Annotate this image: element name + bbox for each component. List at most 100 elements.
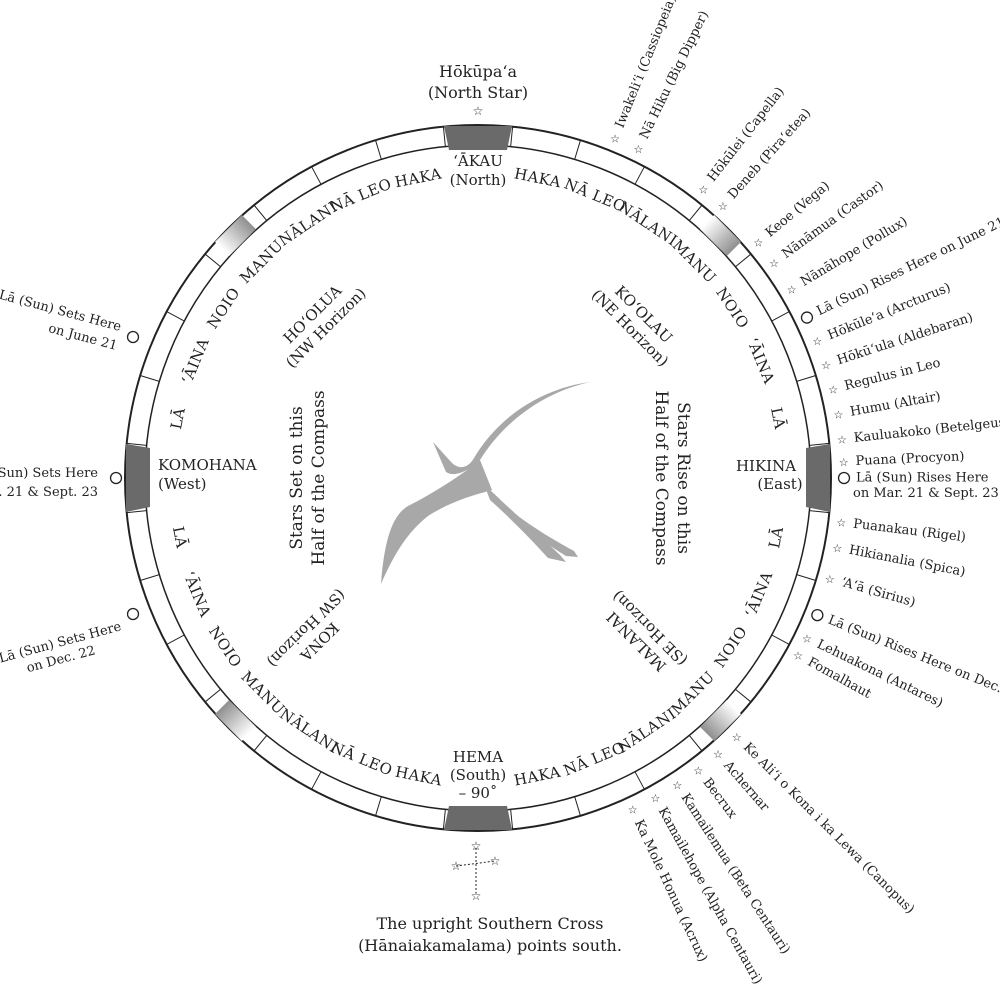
ring-tick: [809, 510, 830, 514]
ring-ticks: [126, 126, 830, 830]
ring-tick: [166, 311, 185, 322]
south-sub: (South): [450, 766, 506, 784]
star-label: Ke Aliʻi o Kona i ka Lewa (Canopus): [740, 740, 917, 917]
intercardinal-band: [700, 700, 742, 742]
ring-tick: [204, 253, 221, 268]
ring-tick: [126, 442, 147, 446]
west-sub: (West): [158, 475, 207, 493]
star-icon: ☆: [821, 359, 831, 372]
sun-set-march-line-2: on Mar. 21 & Sept. 23: [0, 485, 98, 500]
star-icon: ☆: [693, 764, 703, 777]
star-icon: ☆: [828, 383, 838, 396]
star-icon: ☆: [628, 804, 638, 817]
ring-tick: [688, 735, 703, 752]
star-icon: ☆: [812, 335, 822, 348]
sun-icon: [126, 330, 140, 344]
house-label: ʻĀINA: [743, 335, 778, 386]
southern-stars-list: ☆Ke Aliʻi o Kona i ka Lewa (Canopus)☆Ach…: [628, 731, 917, 987]
ring-tick: [510, 809, 514, 830]
star-label: Hikianalia (Spica): [848, 543, 967, 580]
frigatebird-icon: [381, 382, 590, 584]
star-icon: ☆: [802, 632, 812, 645]
ring-tick: [253, 204, 268, 221]
house-label: NOIO: [203, 284, 243, 332]
ring-tick: [311, 166, 322, 185]
ring-tick: [253, 735, 268, 752]
stars-rise-line-2: Half of the Compass: [651, 390, 671, 565]
intercardinal-band: [214, 214, 256, 256]
star-icon: ☆: [610, 133, 620, 146]
star-icon: ☆: [713, 748, 723, 761]
house-label: HAKA: [512, 763, 562, 790]
star-label: Puanakau (Rigel): [852, 517, 966, 546]
ring-tick: [166, 634, 185, 645]
ring-tick: [796, 375, 816, 382]
west-marker: [126, 444, 150, 512]
house-label: NOIO: [711, 623, 751, 671]
star-icon: ☆: [753, 237, 763, 250]
southern-cross-note-2: (Hānaiakamalama) points south.: [358, 936, 622, 955]
southern-cross-icon: ☆ ☆ ☆ ☆: [451, 839, 501, 903]
ring-tick: [771, 634, 790, 645]
house-label: MANU: [668, 668, 719, 719]
ring-tick: [634, 166, 645, 185]
ring-tick: [442, 126, 446, 147]
star-icon: ☆: [834, 408, 844, 421]
north-sub: (North): [450, 171, 507, 189]
house-label: HAKA: [513, 164, 563, 191]
ring-tick: [735, 688, 752, 703]
svg-text:☆: ☆: [471, 839, 482, 853]
star-label: Lā (Sun) Rises Here: [856, 471, 989, 486]
house-label: ʻĀINA: [178, 335, 213, 386]
star-icon: ☆: [718, 200, 728, 213]
south-label: HEMA: [453, 748, 503, 766]
ring-tick: [688, 204, 703, 221]
east-marker: [806, 444, 830, 512]
sun-set-dec: Lā (Sun) Sets Here on Dec. 22: [0, 607, 140, 676]
ring-tick: [510, 126, 514, 147]
house-label: NĀLANI: [615, 198, 681, 250]
ring-tick: [634, 771, 645, 790]
star-label: on Mar. 21 & Sept. 23: [853, 486, 999, 501]
star-icon: ☆: [769, 257, 779, 270]
intercardinal-band: [214, 700, 256, 742]
star-icon: ☆: [787, 283, 797, 296]
star-icon: ☆: [825, 573, 835, 586]
east-sub: (East): [757, 475, 802, 493]
gradient-bands: [214, 214, 742, 742]
star-label: Iwakeliʻi (Cassiopeia): [613, 0, 680, 130]
sun-icon: [811, 608, 824, 622]
svg-text:☆: ☆: [490, 854, 501, 868]
sun-set-june: Lā (Sun) Sets Here on June 21: [0, 288, 140, 354]
ring-tick: [375, 796, 382, 816]
house-label: MANU: [238, 668, 289, 719]
ring-tick: [375, 140, 382, 160]
east-label: HIKINA: [736, 457, 796, 475]
south-degrees: – 90˚: [459, 784, 498, 802]
house-label: ʻĀINA: [741, 569, 776, 620]
house-label: MANU: [236, 236, 287, 287]
ring-tick: [771, 311, 790, 322]
house-label: NĀ LEO: [327, 175, 394, 216]
star-icon: ☆: [793, 649, 803, 662]
sun-set-march: Lā (Sun) Sets Here on Mar. 21 & Sept. 23: [0, 466, 123, 500]
star-icon: ☆: [634, 143, 644, 156]
north-star-name: Hōkūpaʻa: [439, 62, 517, 81]
svg-text:☆: ☆: [471, 889, 482, 903]
outer-ring: [124, 124, 832, 832]
ring-tick: [204, 688, 221, 703]
house-label: HAKA: [393, 164, 443, 191]
house-label: LĀ: [765, 525, 787, 550]
svg-text:☆: ☆: [451, 859, 462, 873]
house-label: NĀLANI: [276, 705, 342, 757]
star-label: Kauluakoko (Betelgeuse): [853, 414, 1000, 446]
south-marker: [444, 806, 512, 830]
ring-tick: [809, 442, 830, 446]
star-icon: ☆: [651, 792, 661, 805]
sun-icon: [126, 607, 140, 621]
house-label: ʻĀINA: [180, 569, 215, 620]
ring-tick: [140, 574, 160, 581]
north-star-sub: (North Star): [428, 83, 528, 102]
ring-tick: [442, 809, 446, 830]
